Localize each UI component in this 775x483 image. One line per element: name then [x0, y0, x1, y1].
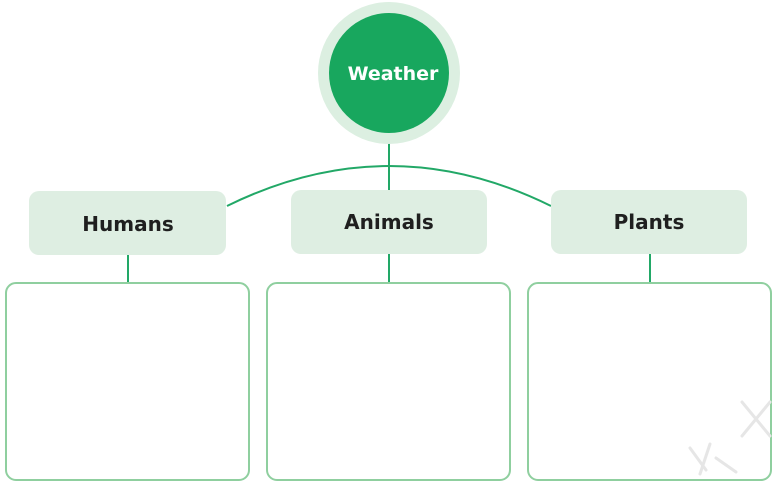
plants-label: Plants [614, 210, 685, 234]
animals-answer-box[interactable] [266, 282, 511, 481]
animals-label: Animals [344, 210, 434, 234]
animals-label-box [291, 190, 487, 254]
category-animals: Animals [291, 190, 487, 254]
plants-label-box [551, 190, 747, 254]
humans-answer-box[interactable] [5, 282, 250, 481]
category-humans: Humans [29, 191, 226, 255]
watermark-mark [688, 400, 772, 476]
weather-node-circle [329, 13, 449, 133]
weather-node: Weather [318, 2, 460, 144]
category-plants: Plants [551, 190, 747, 254]
humans-label-box [29, 191, 226, 255]
weather-node-label: Weather [348, 63, 439, 85]
plants-answer-box[interactable] [527, 282, 772, 481]
humans-label: Humans [82, 212, 173, 236]
